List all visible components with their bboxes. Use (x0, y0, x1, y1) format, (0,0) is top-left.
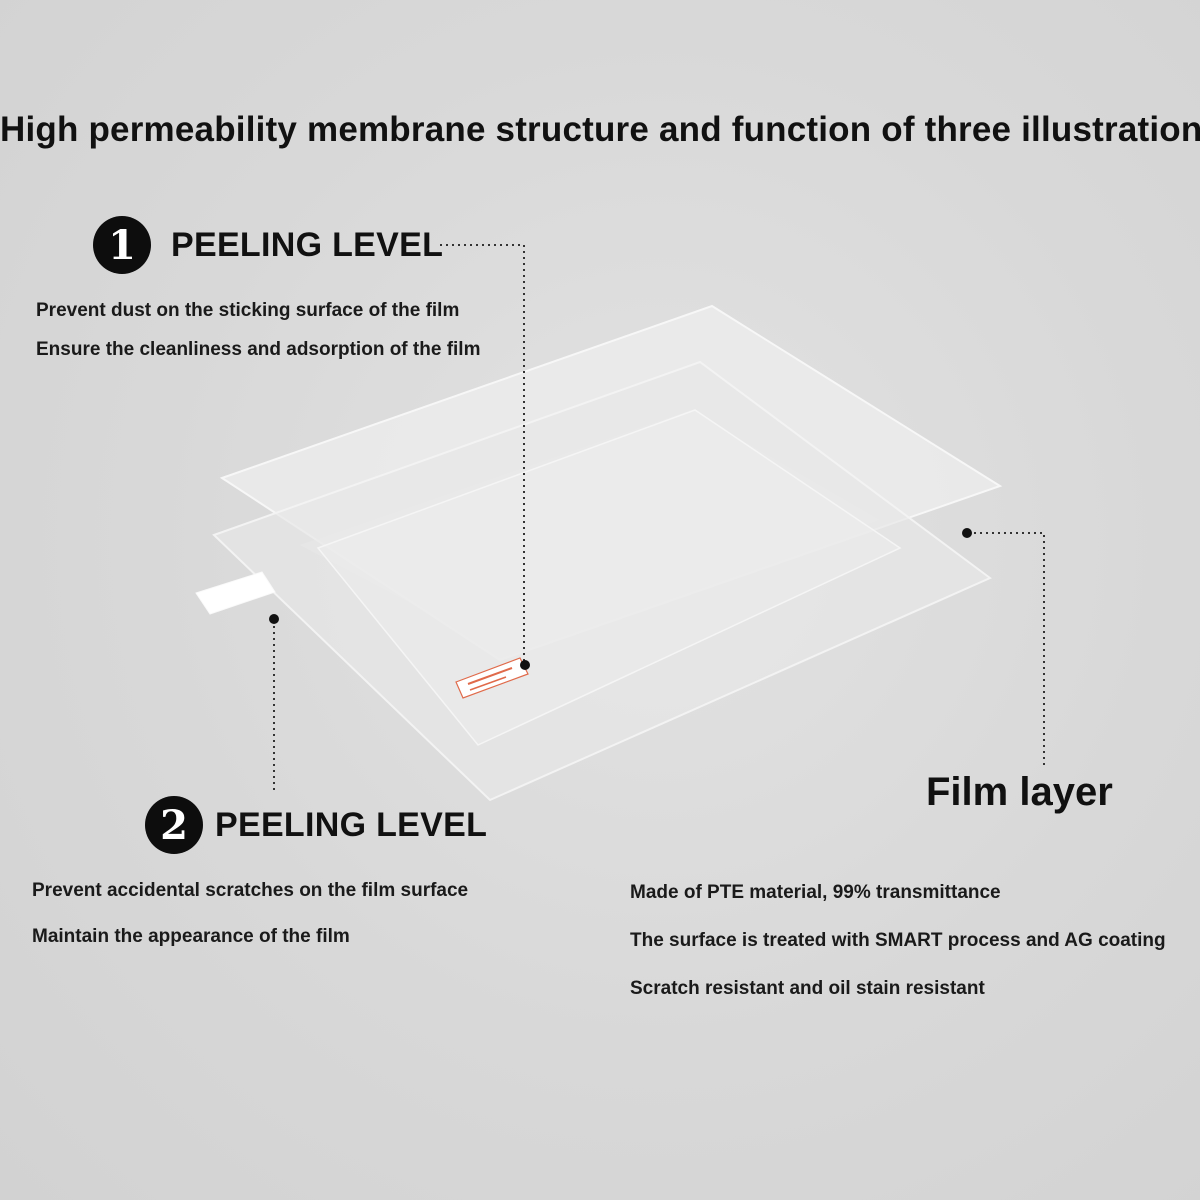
layer2-number-badge: 2 (145, 796, 203, 854)
film-desc-line-2: The surface is treated with SMART proces… (630, 930, 1166, 951)
layer1-heading-label: PEELING LEVEL (171, 225, 444, 264)
layer1-number-badge: 1 (93, 216, 151, 274)
film-layer-label: Film layer (926, 770, 1113, 814)
layer2-heading: 2 PEELING LEVEL (145, 796, 487, 854)
layer1-heading: 1 PEELING LEVEL (93, 216, 443, 274)
film-desc-line-3: Scratch resistant and oil stain resistan… (630, 978, 985, 999)
film-desc-line-1: Made of PTE material, 99% transmittance (630, 882, 1001, 903)
layer1-desc-line-2: Ensure the cleanliness and adsorption of… (36, 339, 481, 360)
page-title: High permeability membrane structure and… (0, 110, 1200, 149)
layer1-desc-line-1: Prevent dust on the sticking surface of … (36, 300, 460, 321)
layer2-heading-label: PEELING LEVEL (215, 805, 488, 844)
layer2-desc-line-1: Prevent accidental scratches on the film… (32, 880, 469, 901)
layer2-desc-line-2: Maintain the appearance of the film (32, 926, 350, 947)
